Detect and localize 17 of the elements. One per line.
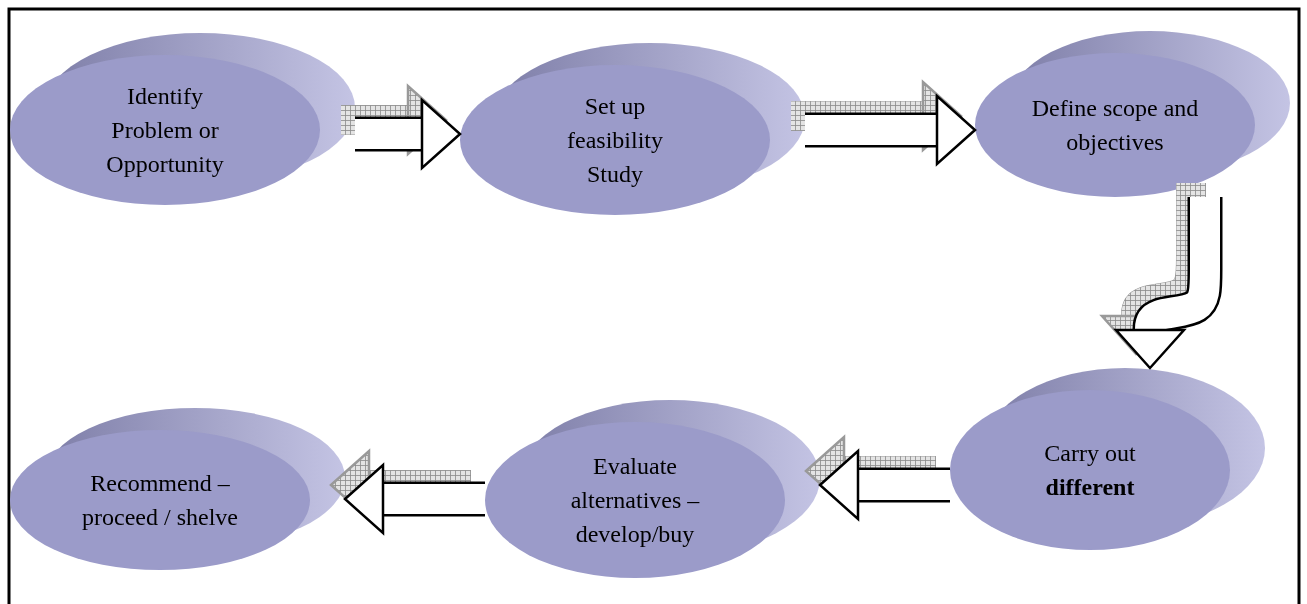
block-arrow — [791, 79, 977, 167]
block-arrow — [1099, 181, 1223, 370]
block-arrow — [329, 448, 485, 536]
ellipse-node — [10, 33, 355, 205]
node-label: Set up feasibility Study — [566, 92, 664, 189]
node-label: Define scope and objectives — [1031, 94, 1199, 157]
ellipse-node — [950, 368, 1265, 550]
ellipse-node — [485, 400, 820, 578]
ellipse-node — [975, 31, 1290, 197]
node-label: Evaluate alternatives – develop/buy — [569, 452, 701, 549]
block-arrow — [341, 83, 462, 171]
node-label: Identify Problem or Opportunity — [105, 82, 225, 179]
ellipse-node — [10, 408, 345, 570]
node-label: Recommend – proceed / shelve — [81, 469, 239, 532]
block-arrow — [804, 434, 950, 522]
node-label: Carry out different — [1043, 439, 1137, 502]
ellipse-node — [460, 43, 805, 215]
